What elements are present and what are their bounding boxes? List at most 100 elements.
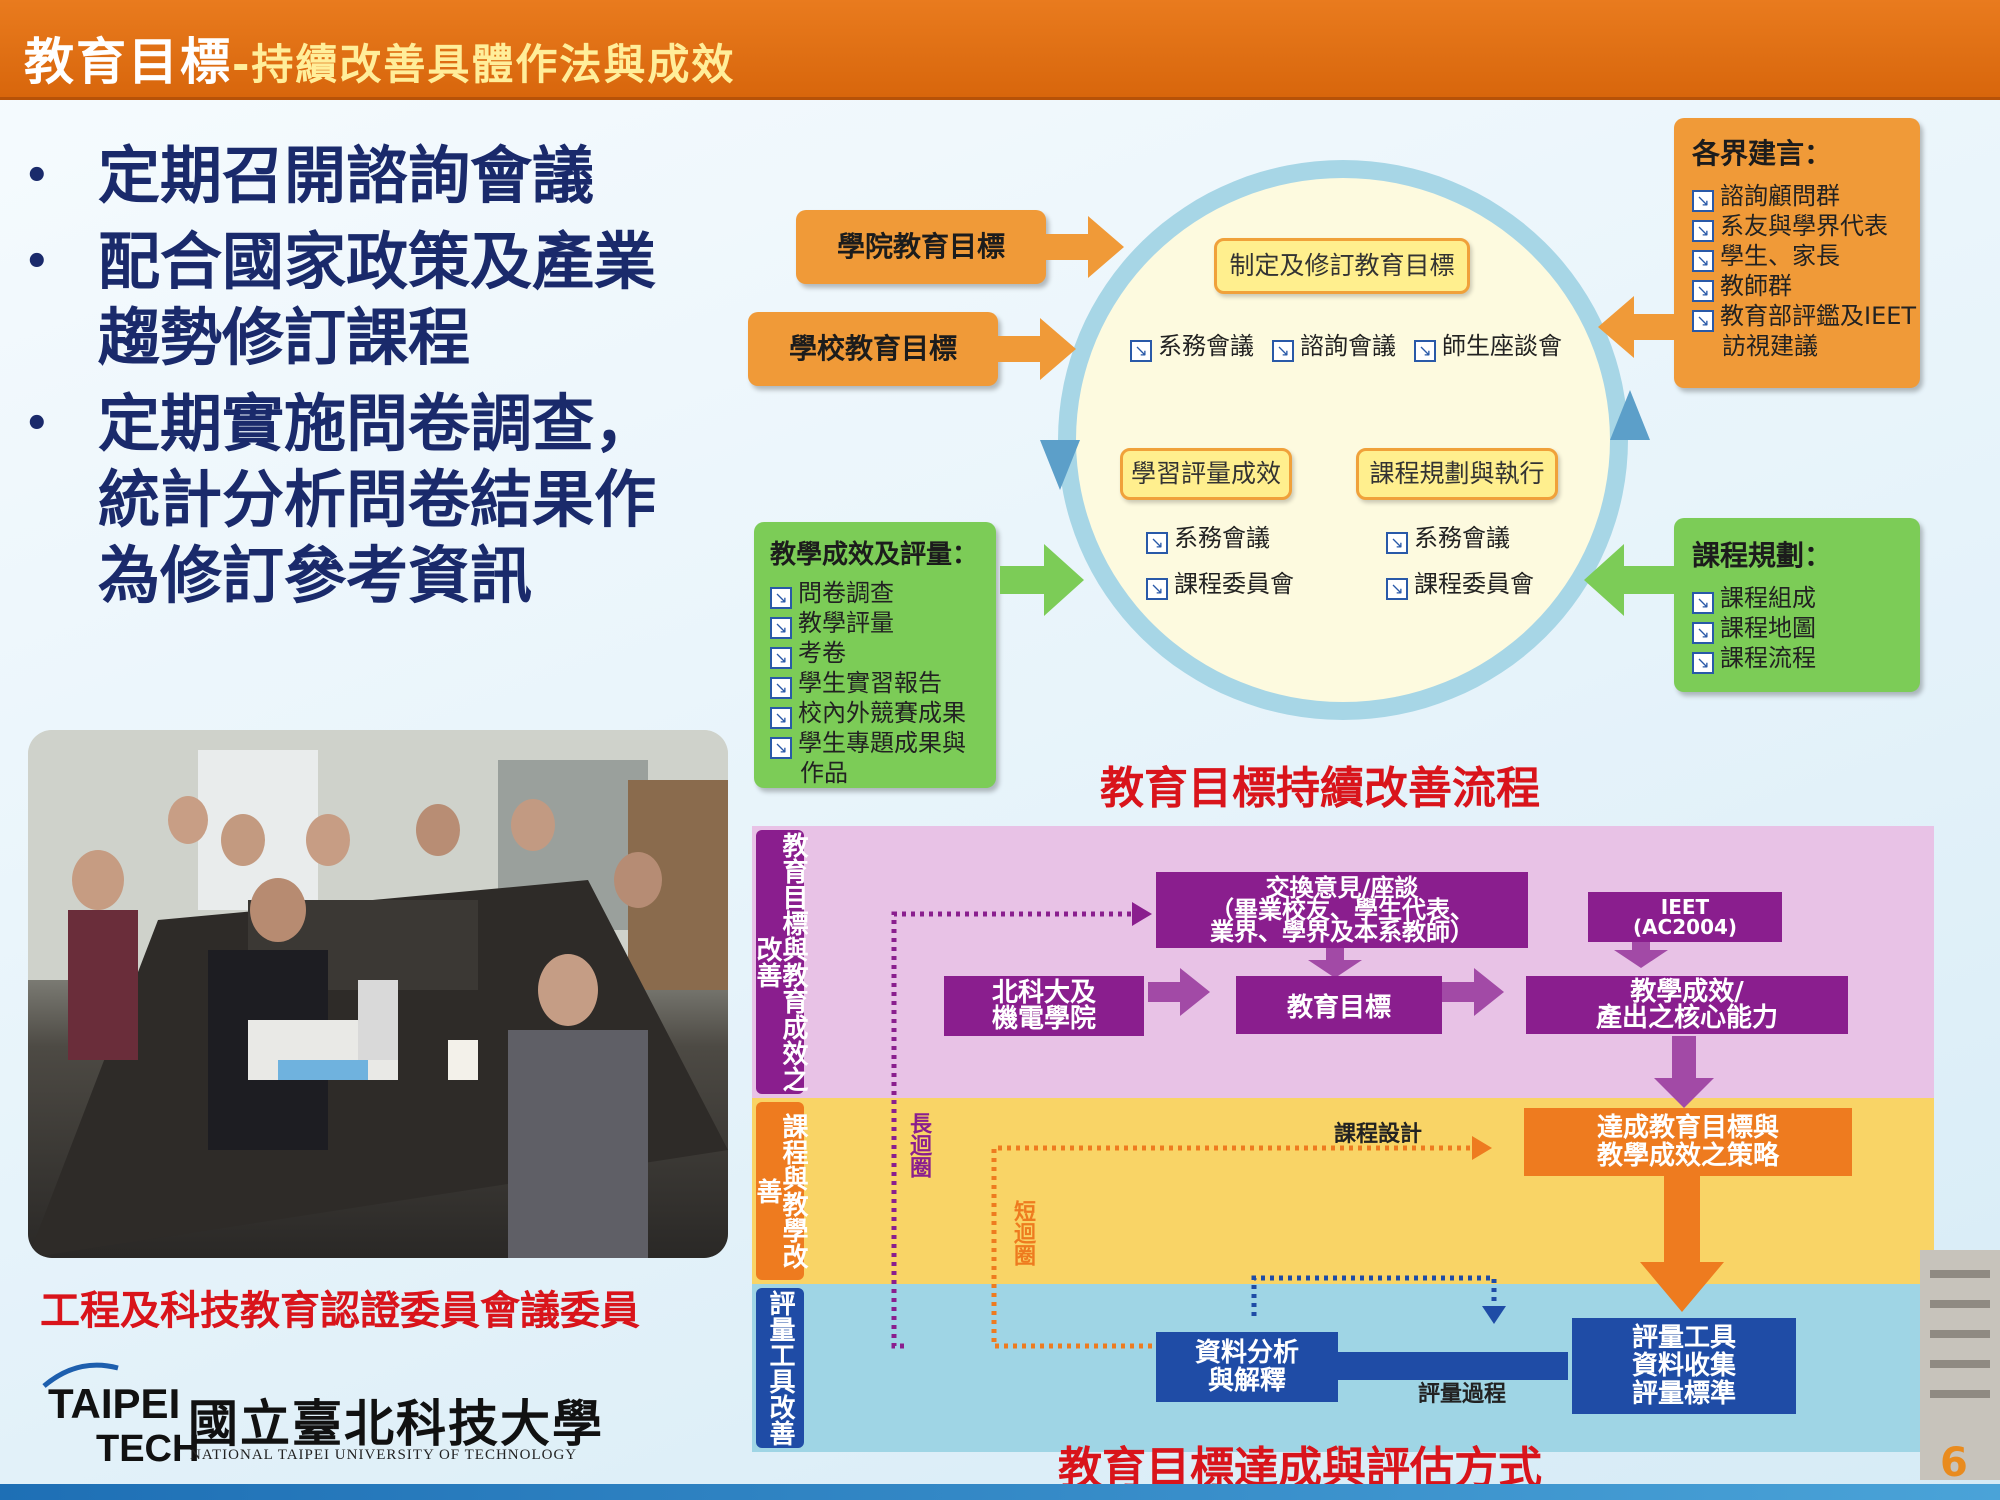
teaching-item: ↘ 學生專題成果與 — [770, 729, 996, 759]
bullet-dot: • — [24, 153, 50, 199]
bullet-text: 定期實施問卷調查， 統計分析問卷結果作 為修訂參考資訊 — [98, 387, 657, 612]
node-set-goals: 制定及修訂教育目標 — [1214, 238, 1470, 294]
logo-chinese-name: 國立臺北科技大學 — [188, 1394, 604, 1453]
slide-title: 教育目標-持續改善具體作法與成效 — [24, 22, 735, 94]
check-item-label: 課程委員會 — [1174, 570, 1294, 598]
bullet-dot: • — [24, 239, 50, 285]
teaching-item: ↘ 學生實習報告 — [770, 669, 996, 699]
check-item: ↘課程委員會 — [1386, 564, 1534, 600]
curriculum-item-label: 課程地圖 — [1720, 614, 1816, 642]
advice-item: ↘教師群 — [1692, 272, 1920, 302]
analysis-box: 資料分析 與解釋 — [1156, 1332, 1338, 1402]
teaching-item-label: 問卷調查 — [798, 579, 894, 607]
check-item-label: 系務會議 — [1158, 332, 1254, 360]
bottom-strip — [0, 1484, 2000, 1500]
arrow-left-icon — [1584, 544, 1674, 616]
checkbox-icon: ↘ — [1692, 310, 1714, 332]
teaching-item: 作品 — [770, 759, 996, 788]
meeting-photo-illustration — [28, 730, 728, 1258]
teaching-item-label: 教學評量 — [798, 609, 894, 637]
advice-item-label: 教育部評鑑及IEET — [1720, 302, 1917, 330]
check-item-label: 師生座談會 — [1442, 332, 1562, 360]
check-item: ↘諮詢會議 — [1272, 326, 1396, 362]
curriculum-item-label: 課程流程 — [1720, 644, 1816, 672]
curriculum-title: 課程規劃： — [1692, 539, 1833, 572]
teaching-item: ↘ 校內外競賽成果 — [770, 699, 996, 729]
edu-goal-box: 教育目標 — [1236, 976, 1442, 1034]
school-goal-box: 學校教育目標 — [748, 312, 998, 386]
checkbox-icon: ↘ — [770, 677, 792, 699]
checkbox-icon: ↘ — [1692, 652, 1714, 674]
checkbox-icon: ↘ — [1386, 532, 1408, 554]
check-item: ↘系務會議 — [1146, 518, 1294, 554]
arrow-right-icon — [998, 318, 1076, 380]
checkbox-icon: ↘ — [1386, 578, 1408, 600]
bullet-text: 定期召開諮詢會議 — [98, 139, 595, 212]
check-item: ↘系務會議 — [1130, 326, 1254, 362]
advice-title: 各界建言： — [1692, 137, 1833, 170]
building-image — [1920, 1250, 2000, 1480]
advice-list: ↘諮詢顧問群 ↘系友與學界代表 ↘學生、家長 ↘教師群 ↘教育部評鑑及IEET … — [1692, 182, 1920, 361]
center-checklist: ↘系務會議 ↘諮詢會議 ↘師生座談會 — [1130, 326, 1562, 362]
advice-item-label: 系友與學界代表 — [1720, 212, 1888, 240]
checkbox-icon: ↘ — [1146, 532, 1168, 554]
band-label-assessment: 評量工具改善 — [756, 1288, 804, 1448]
check-item: ↘師生座談會 — [1414, 326, 1562, 362]
curriculum-list: ↘課程組成 ↘ 課程地圖 ↘ 課程流程 — [1692, 584, 1920, 674]
advice-item: ↘學生、家長 — [1692, 242, 1920, 272]
outcome-box: 教學成效/ 產出之核心能力 — [1526, 976, 1848, 1034]
course-design-label: 課程設計 — [1334, 1122, 1423, 1147]
arrow-right-icon — [1046, 216, 1124, 278]
logo-english-name: NATIONAL TAIPEI UNIVERSITY OF TECHNOLOGY — [190, 1447, 578, 1463]
school-goal-label: 學校教育目標 — [788, 332, 957, 365]
advice-item: ↘諮詢顧問群 — [1692, 182, 1920, 212]
title-main-text: 教育目標 — [24, 33, 232, 91]
curriculum-item: ↘課程組成 — [1692, 584, 1920, 614]
checkbox-icon: ↘ — [770, 587, 792, 609]
teaching-item-label: 校內外競賽成果 — [798, 699, 966, 727]
title-bar — [0, 0, 2000, 100]
ntut-box: 北科大及 機電學院 — [944, 976, 1144, 1036]
checkbox-icon: ↘ — [770, 707, 792, 729]
advice-item: ↘ 教育部評鑑及IEET — [1692, 302, 1920, 332]
page-number: 6 — [1940, 1440, 1968, 1486]
cycle-arrows — [1040, 390, 1650, 490]
teaching-item-label: 學生實習報告 — [798, 669, 942, 697]
checkbox-icon: ↘ — [1692, 220, 1714, 242]
bullet-text: 配合國家政策及產業 趨勢修訂課程 — [98, 225, 657, 374]
logo-tech: TECH — [96, 1428, 200, 1470]
advice-item: ↘ 系友與學界代表 — [1692, 212, 1920, 242]
exchange-box: 交換意見/座談 （畢業校友、學生代表、 業界、學界及本系教師） — [1156, 872, 1528, 948]
check-item: ↘系務會議 — [1386, 518, 1534, 554]
node-learning-assessment: 學習評量成效 — [1120, 448, 1292, 500]
curriculum-box: 課程規劃： ↘課程組成 ↘ 課程地圖 ↘ 課程流程 — [1674, 518, 1920, 692]
teaching-item: ↘考卷 — [770, 639, 996, 669]
logo-taipei: TAIPEI — [48, 1380, 181, 1427]
advice-item-label: 諮詢顧問群 — [1720, 182, 1840, 210]
checkbox-icon: ↘ — [770, 737, 792, 759]
diagram1-caption: 教育目標持續改善流程 — [1100, 763, 1540, 814]
cycle-arrow-right-icon — [1610, 390, 1650, 440]
checkbox-icon: ↘ — [1146, 578, 1168, 600]
check-item: ↘ 課程委員會 — [1146, 564, 1294, 600]
checkbox-icon: ↘ — [1692, 280, 1714, 302]
bullet-item: •定期實施問卷調查， 統計分析問卷結果作 為修訂參考資訊 — [24, 386, 744, 614]
cycle-arrow-left-icon — [1040, 440, 1080, 490]
bullet-item: • 配合國家政策及產業 趨勢修訂課程 — [24, 224, 744, 376]
node-course-planning: 課程規劃與執行 — [1356, 448, 1558, 500]
strategy-box: 達成教育目標與 教學成效之策略 — [1524, 1108, 1852, 1176]
flow-connectors — [891, 902, 1724, 1400]
checkbox-icon: ↘ — [770, 617, 792, 639]
teaching-list: ↘ 問卷調查 ↘ 教學評量 ↘考卷 ↘ 學生實習報告 ↘ 校內外競賽成果 ↘ 學生專題成果… — [770, 579, 996, 788]
check-item-label: 諮詢會議 — [1300, 332, 1396, 360]
checkbox-icon: ↘ — [1692, 592, 1714, 614]
photo-caption: 工程及科技教育認證委員會議委員 — [40, 1288, 640, 1334]
ieet-box: IEET (AC2004) — [1588, 892, 1782, 942]
teaching-title: 教學成效及評量： — [770, 540, 979, 570]
bullet-list: • 定期召開諮詢會議 • 配合國家政策及產業 趨勢修訂課程 •定期實施問卷調查， 統… — [24, 138, 744, 624]
teaching-item-label: 學生專題成果與 — [798, 729, 966, 757]
advice-item: 訪視建議 — [1692, 332, 1920, 361]
left-node-checklist: ↘系務會議 ↘ 課程委員會 — [1146, 518, 1294, 600]
long-loop-label: 長迴圈 — [906, 1112, 931, 1178]
taipeitech-swoosh-icon — [40, 1360, 120, 1390]
